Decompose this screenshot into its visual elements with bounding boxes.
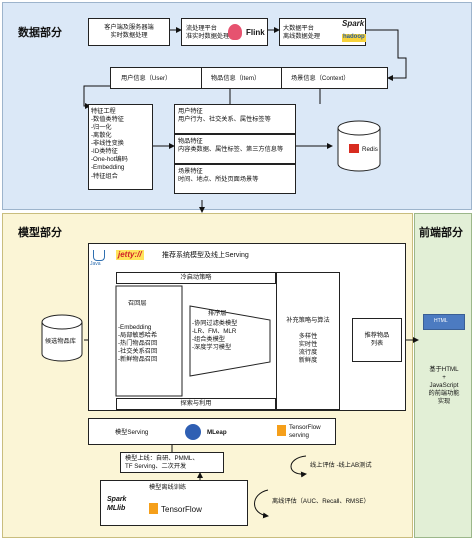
context-info-label: 场景信息（Context）: [291, 75, 350, 82]
serving-frameworks-box: 模型Serving MLeap TensorFlow serving: [88, 418, 336, 445]
feature-engineering-box: 特征工程 -数值类特征 -归一化 -离散化 -非线性变换 -ID类特征 -One…: [88, 104, 153, 190]
candidate-database-icon: [41, 314, 83, 362]
spark-mllib-logo: Spark MLlib: [107, 496, 127, 513]
cold-start-bar: 冷启动策略: [116, 272, 276, 284]
frontend-description: 基于HTML + JavaScript 的前端功能 实现: [428, 366, 460, 406]
offline-eval-label: 离线评估（AUC、Recall、RMSE）: [272, 498, 370, 505]
recall-layer: 召回层 -Embedding -局部敏感哈希 -热门物品召回 -社交关系召回 -…: [116, 286, 182, 396]
recall-layer-list: -Embedding -局部敏感哈希 -热门物品召回 -社交关系召回 -新鲜物品…: [118, 324, 158, 364]
online-eval-label: 线上评估 -线上AB测试: [310, 462, 372, 469]
client-log-box: 客户端及服务器端 实时数据处理: [88, 18, 170, 46]
item-info-label: 物品信息（Item）: [211, 75, 261, 82]
serving-title: 推荐系统模型及线上Serving: [162, 252, 249, 259]
mleap-logo-icon: [185, 424, 201, 440]
scene-feature-box: 场景特征 时间、地点、所处页面场景等: [174, 164, 296, 194]
offline-training-title: 模型离线训练: [149, 484, 187, 491]
flink-logo: [226, 21, 244, 43]
redis-database-icon: [337, 120, 381, 172]
online-methods-box: 模型上线：自研、PMML、 TF Serving、二次开发: [120, 452, 224, 473]
tensorflow-logo-icon: [277, 425, 286, 436]
candidate-label: 候选物品库: [45, 338, 76, 345]
squirrel-icon: [228, 24, 242, 40]
mleap-label: MLeap: [207, 429, 227, 436]
info-bar: 用户信息（User） 物品信息（Item） 场景信息（Context）: [110, 67, 388, 89]
coffee-cup-icon: [93, 250, 105, 261]
frontend-section-title: 前端部分: [419, 227, 463, 239]
frontend-section: [414, 213, 472, 538]
explore-exploit-bar: 探索与利用: [116, 398, 276, 410]
item-feature-box: 物品特征 内容类数据、属性标签、第三方信息等: [174, 134, 296, 164]
model-serving-label: 模型Serving: [115, 429, 149, 436]
html-browser-icon: HTML: [423, 314, 465, 330]
user-feature-box: 用户特征 用户行为、社交关系、属性标签等: [174, 104, 296, 134]
stream-processing-label: 流处理平台 准实时数据处理: [186, 25, 230, 41]
supplement-strategy-box: 补充策略与算法 多样性 实时性 流行度 新鲜度: [276, 272, 340, 410]
data-section-title: 数据部分: [18, 27, 62, 39]
stream-processing-box: 流处理平台 准实时数据处理 Flink: [181, 18, 268, 46]
offline-training-box: 模型离线训练 Spark MLlib TensorFlow: [100, 480, 248, 526]
jetty-logo: jetty://: [116, 250, 144, 261]
ranking-layer: 排序层 -协同过滤类模型 -LR、FM、MLR -组合类模型 -深度学习模型: [190, 306, 270, 376]
bigdata-platform-label: 大数据平台 离线数据处理: [283, 25, 321, 41]
redis-label: Redis: [362, 146, 378, 153]
tensorflow-label: TensorFlow: [161, 505, 202, 514]
tf-serving-label: TensorFlow serving: [289, 424, 321, 440]
tensorflow-train-icon: [149, 503, 158, 514]
flink-wordmark: Flink: [246, 28, 265, 37]
recommendation-list-box: 推荐物品 列表: [352, 318, 402, 362]
user-info-label: 用户信息（User）: [121, 75, 172, 82]
bigdata-platform-box: 大数据平台 离线数据处理 Spark hadoop: [279, 18, 366, 46]
ranking-layer-list: -协同过滤类模型 -LR、FM、MLR -组合类模型 -深度学习模型: [192, 320, 238, 352]
java-logo: Java: [90, 246, 106, 268]
recall-layer-title: 召回层: [128, 300, 147, 307]
model-section-title: 模型部分: [18, 227, 62, 239]
ranking-layer-title: 排序层: [208, 310, 227, 317]
hadoop-logo: hadoop: [342, 34, 366, 42]
funnel-shapes: [115, 285, 271, 397]
spark-logo: Spark: [342, 19, 365, 28]
